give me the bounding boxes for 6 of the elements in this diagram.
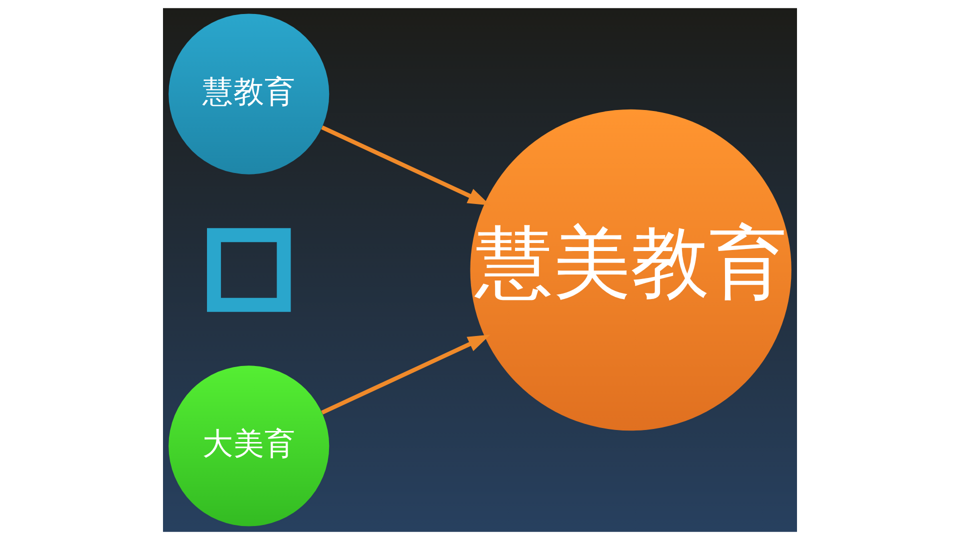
arrow (321, 334, 490, 415)
node-circle: 慧美教育 (470, 109, 792, 431)
node-plus (206, 228, 291, 312)
node-circle: 慧教育 (168, 14, 330, 174)
node-circle: 大美育 (168, 366, 330, 526)
arrow (321, 125, 490, 206)
